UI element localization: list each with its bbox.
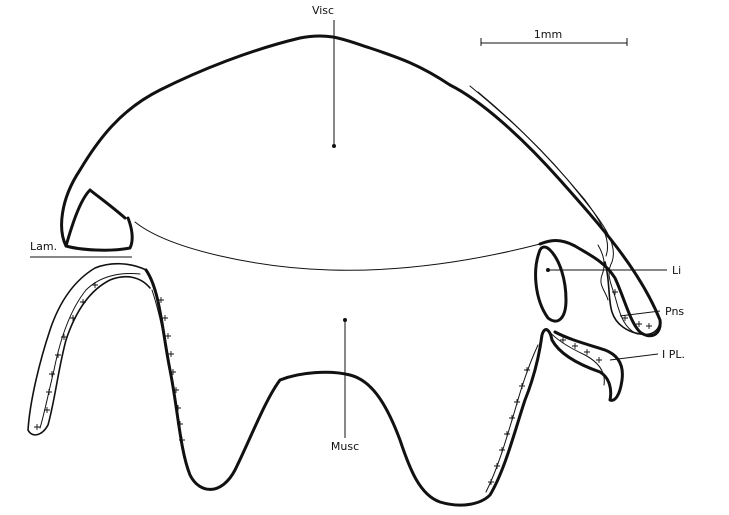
label-visc: Visc: [312, 4, 334, 17]
label-ipl: I PL.: [662, 348, 685, 361]
label-pns: Pns: [665, 305, 684, 318]
leader-li-dot: [546, 268, 550, 272]
lateral-lobe-outline: [536, 247, 566, 321]
muscular-part-outline: [146, 270, 622, 505]
scale-bar-label: 1mm: [534, 28, 562, 41]
label-visc-group: Visc: [312, 4, 336, 148]
leader-pns: [620, 311, 660, 316]
label-li: Li: [672, 264, 681, 277]
left-arm-outline: [28, 264, 150, 435]
label-ipl-group: I PL.: [610, 348, 685, 361]
leader-visc-dot: [332, 144, 336, 148]
scale-bar: 1mm: [481, 28, 627, 46]
left-inner-lining: [152, 290, 192, 478]
septum-curve: [135, 222, 540, 270]
leader-musc-dot: [343, 318, 347, 322]
label-musc: Musc: [331, 440, 359, 453]
label-musc-group: Musc: [331, 318, 359, 453]
visceral-lower-lobe: [66, 218, 132, 250]
visceral-mass-outline: [62, 36, 661, 336]
label-lam: Lam.: [30, 240, 57, 253]
inner-membrane-right: [470, 86, 638, 334]
ipl-process-outline: [548, 330, 604, 385]
tissue-markings: [34, 282, 652, 485]
